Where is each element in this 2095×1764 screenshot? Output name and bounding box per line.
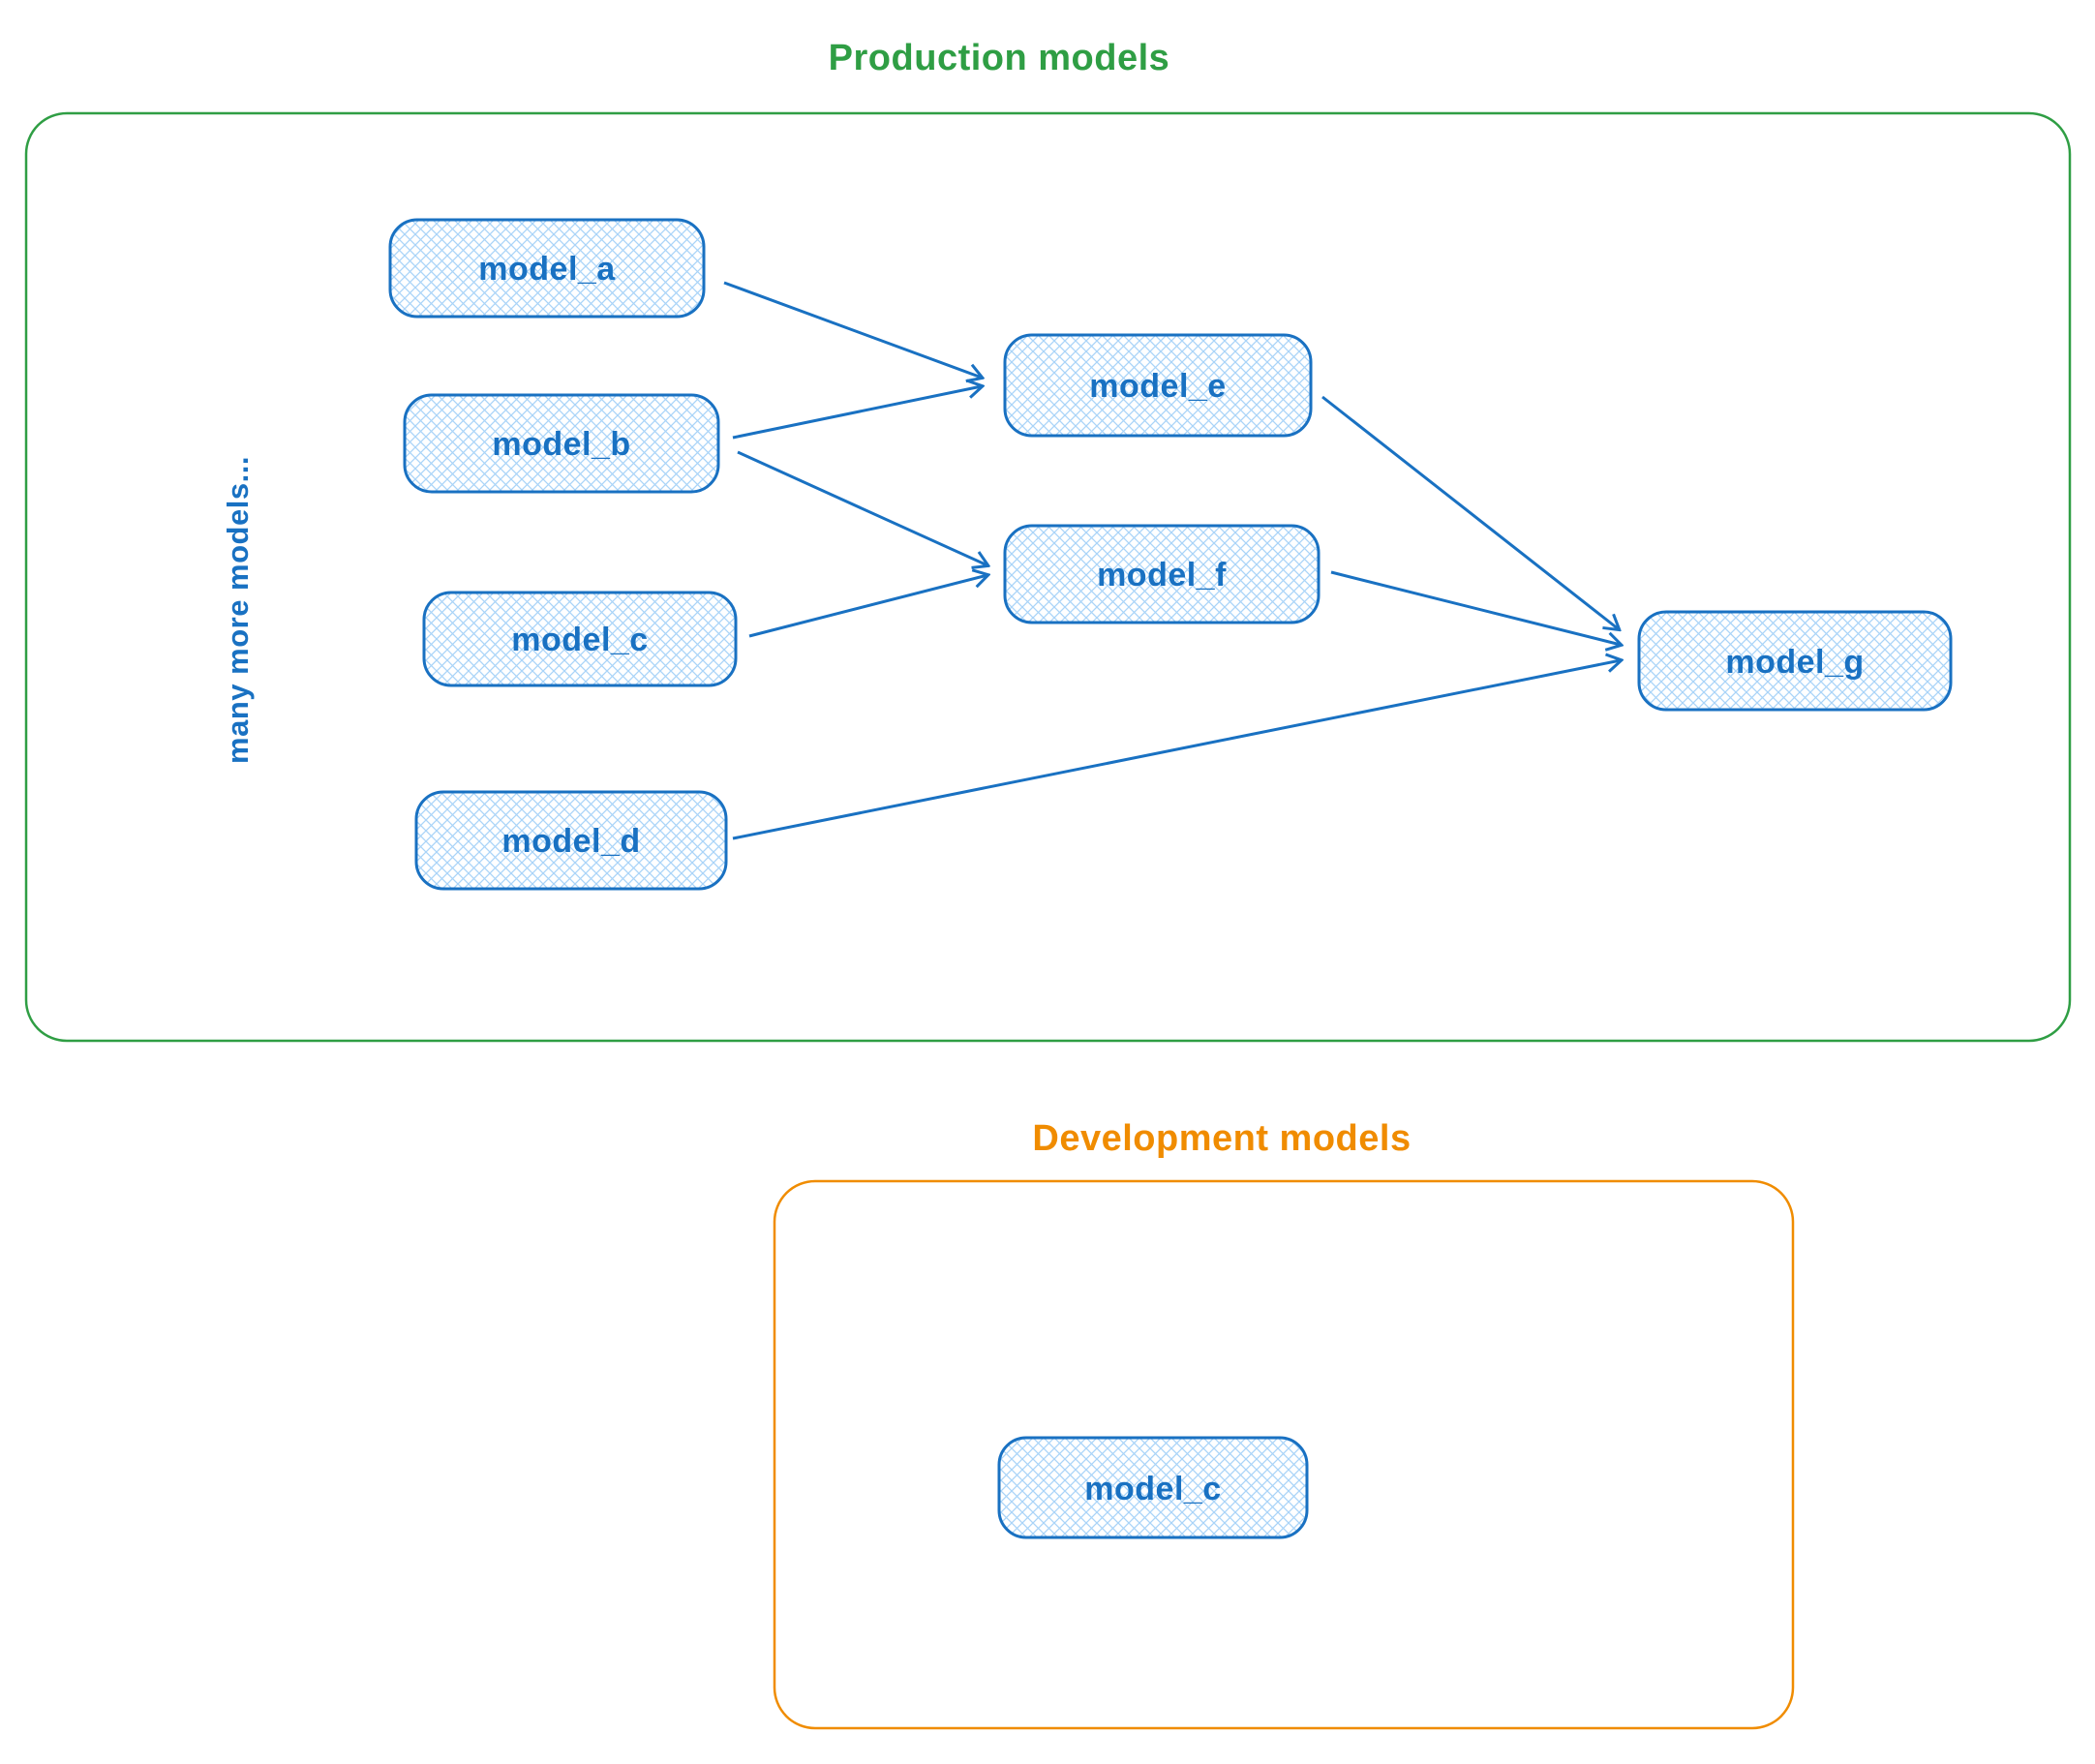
edge-model-b-to-model-e[interactable] xyxy=(732,386,982,440)
node-model-g-box[interactable] xyxy=(1637,610,1953,712)
production-container[interactable] xyxy=(24,111,2072,1043)
node-model-e-label: model_e xyxy=(1089,368,1226,405)
node-model-e-box[interactable] xyxy=(1003,333,1313,438)
node-model-c-dev[interactable]: model_c xyxy=(997,1436,1309,1539)
node-model-d-box[interactable] xyxy=(414,790,728,891)
node-model-c-box[interactable] xyxy=(422,591,738,687)
edge-model-e-to-model-g[interactable] xyxy=(1321,395,1619,629)
node-model-c-dev-box[interactable] xyxy=(997,1436,1309,1539)
development-title: Development models xyxy=(1032,1118,1411,1159)
edge-model-b-to-model-f[interactable] xyxy=(737,450,987,565)
edge-model-c-to-model-f[interactable] xyxy=(748,575,987,638)
node-model-d[interactable]: model_d xyxy=(414,790,728,891)
node-model-f[interactable]: model_f xyxy=(1003,524,1321,624)
node-model-b-box[interactable] xyxy=(403,393,720,494)
edge-model-a-to-model-e[interactable] xyxy=(723,281,982,378)
node-model-b[interactable]: model_b xyxy=(403,393,720,494)
node-model-c-label: model_c xyxy=(511,622,648,658)
edges-group xyxy=(723,281,1621,840)
edge-model-f-to-model-g[interactable] xyxy=(1330,570,1621,645)
node-model-c[interactable]: model_c xyxy=(422,591,738,687)
node-model-f-box[interactable] xyxy=(1003,524,1321,624)
many-more-models-note: many more models... xyxy=(221,456,255,764)
node-model-a-box[interactable] xyxy=(388,218,706,319)
node-model-f-label: model_f xyxy=(1097,557,1227,593)
development-container[interactable] xyxy=(773,1179,1795,1730)
node-model-g[interactable]: model_g xyxy=(1637,610,1953,712)
node-model-d-label: model_d xyxy=(501,823,640,860)
node-model-a-label: model_a xyxy=(478,251,616,288)
node-model-e[interactable]: model_e xyxy=(1003,333,1313,438)
production-title: Production models xyxy=(829,38,1170,78)
node-model-c-dev-label: model_c xyxy=(1084,1471,1221,1507)
node-model-b-label: model_b xyxy=(492,426,630,463)
node-model-a[interactable]: model_a xyxy=(388,218,706,319)
node-model-g-label: model_g xyxy=(1725,644,1864,681)
edge-model-d-to-model-g[interactable] xyxy=(732,660,1621,840)
